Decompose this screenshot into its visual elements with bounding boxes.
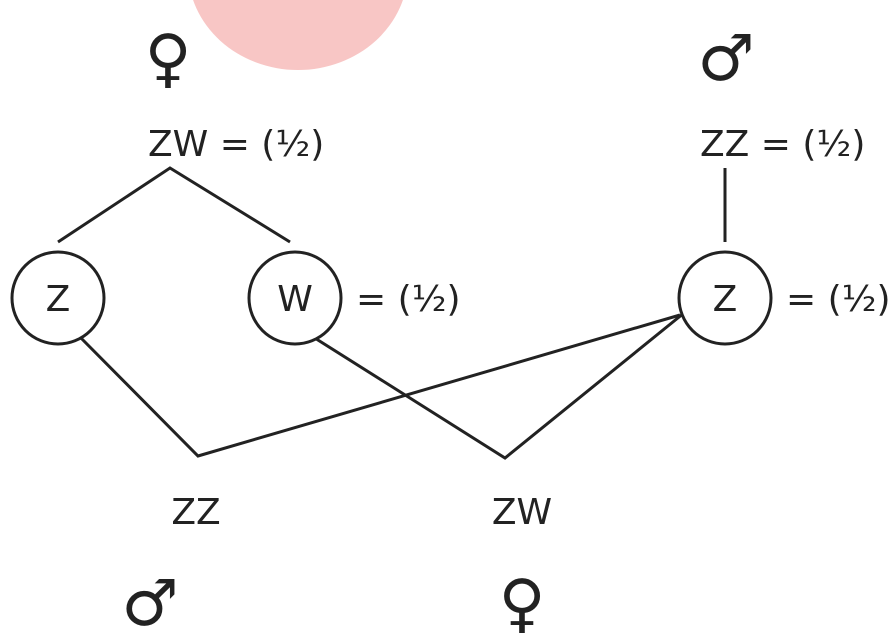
offspring-male-symbol: ♂: [121, 567, 178, 637]
offspring-female-genotype: ZW: [492, 492, 552, 533]
female-parent-symbol: ♀: [145, 22, 192, 96]
gamete-male-z-probability: = (½): [786, 279, 888, 320]
gamete-male-z-label: Z: [713, 279, 738, 320]
edge-z-z-to-zz-offspring: [76, 313, 681, 458]
edge-w-z-to-zw-offspring: [309, 311, 685, 460]
edge-female-parent-to-gametes: [57, 166, 291, 244]
gamete-female-w-probability: = (½): [356, 279, 461, 320]
gamete-female-z-label: Z: [46, 279, 71, 320]
male-parent-symbol: ♂: [697, 22, 754, 96]
gamete-female-z-circle: [10, 250, 106, 346]
decorative-pink-blob: [193, 0, 403, 70]
gamete-male-z-circle: [677, 250, 773, 346]
male-parent-genotype: ZZ = (½): [700, 124, 865, 165]
offspring-female-symbol: ♀: [499, 567, 546, 637]
gamete-female-w-label: W: [277, 279, 313, 320]
offspring-male-genotype: ZZ: [171, 492, 220, 533]
gamete-female-w-circle: [247, 250, 343, 346]
female-parent-genotype: ZW = (½): [148, 124, 324, 165]
